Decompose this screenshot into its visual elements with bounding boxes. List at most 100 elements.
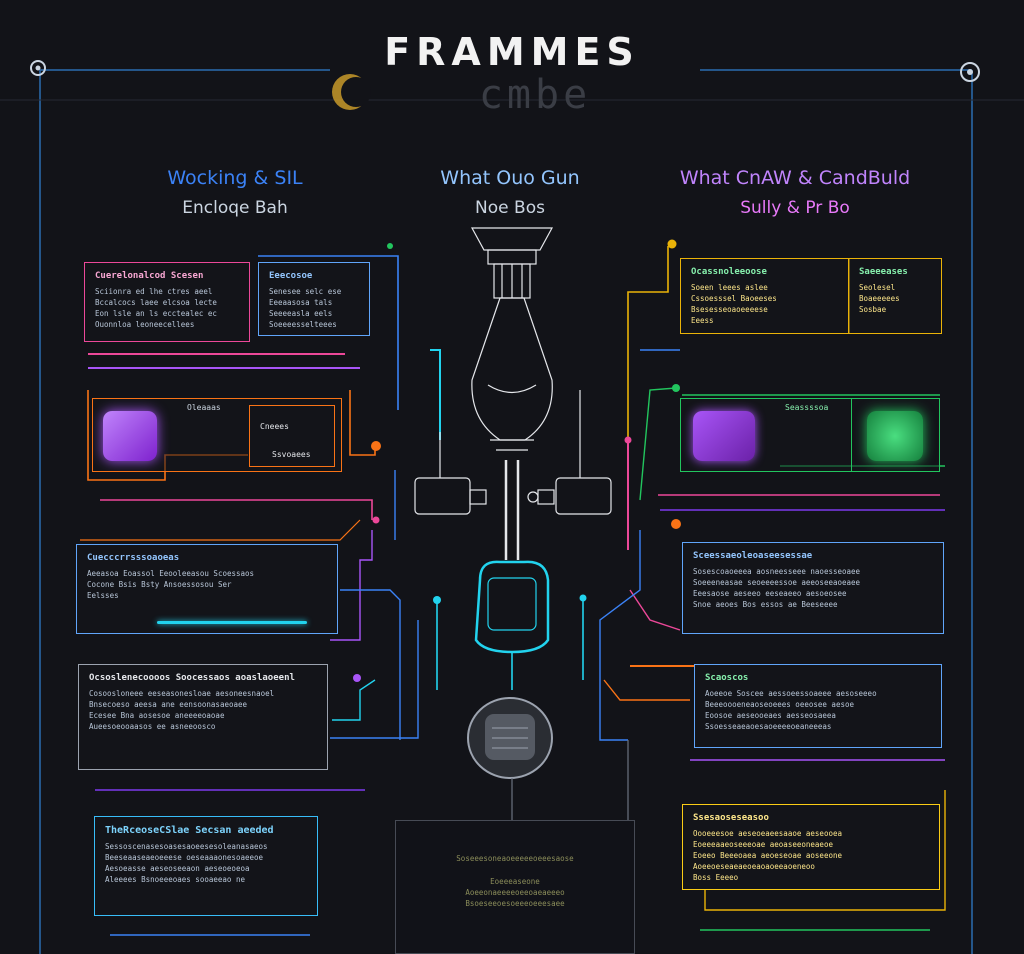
left-panel-1b-title: Eeecosoe xyxy=(269,271,313,281)
left-panel-2-line: Cneees xyxy=(260,422,289,431)
right-panel-1-line: Cssoesssel Baoeeses xyxy=(691,294,777,303)
left-panel-5-line: Beeseaaseaeoeeese oeseaaaonesoaeeoe xyxy=(105,853,264,862)
left-panel-1b: Eeecosoe Senesee selc ese Eeeaasosa tals… xyxy=(258,262,370,336)
right-panel-5-title: Ssesaoseseasoo xyxy=(693,813,769,823)
right-panel-3-line: Sosescoaoeeea aosneesseee naoesseoaee xyxy=(693,567,861,576)
center-heading-text: What Ouo Gun xyxy=(440,167,580,189)
right-panel-5-line: Eoeeeaaeoseeeoae aeoaseeoneaeoe xyxy=(693,840,833,849)
left-panel-1b-line: Eeeaasosa tals xyxy=(269,298,333,307)
left-column-heading: Wocking & SIL Encloqe Bah xyxy=(75,166,395,220)
node-left-blue xyxy=(387,243,393,249)
right-panel-3-line: Snoe aeoes Bos essos ae Beeseeee xyxy=(693,600,838,609)
left-panel-4: Ocsoslenecoooos Soocessaos aoaslaoeenl C… xyxy=(78,664,328,770)
node-left-violet xyxy=(353,674,361,682)
right-panel-1b-line: Seolesel xyxy=(859,283,896,292)
left-panel-1b-line: Senesee selc ese xyxy=(269,287,342,296)
right-panel-1-line: Soeen leees aslee xyxy=(691,283,768,292)
wire-right-green-1 xyxy=(639,387,677,501)
right-column-heading: What CnAW & CandBuld Sully & Pr Bo xyxy=(650,166,940,220)
right-panel-1b-title: Saeeeases xyxy=(859,267,908,277)
right-panel-4-title: Scaoscos xyxy=(705,673,749,683)
wire-left-blue-2 xyxy=(340,589,401,740)
wire-right-blue-2 xyxy=(599,530,641,741)
green-shield-icon xyxy=(867,411,923,461)
left-panel-5-title: TheRceoseCSlae Secsan aeeded xyxy=(105,825,274,836)
wire-left-pink-2 xyxy=(100,499,373,520)
left-panel-4-line: Ecesee Bna aosesoe aneeeeoaoae xyxy=(89,711,225,720)
left-panel-4-title: Ocsoslenecoooos Soocessaos aoaslaoeenl xyxy=(89,673,295,683)
left-panel-1-line: Ouonnloa leoneecellees xyxy=(95,320,195,329)
left-panel-1-line: Bccalcocs laee elcsoa lecte xyxy=(95,298,217,307)
left-panel-3-line: Aeeasoa Eoassol Eeooleeasou Scoessaos xyxy=(87,569,255,578)
left-panel-1: Cuerelonalcod Scesen Sciionra ed lhe ctr… xyxy=(84,262,250,342)
orb-core xyxy=(341,77,371,107)
center-heading-sub: Noe Bos xyxy=(475,198,545,218)
purple-module-icon xyxy=(103,411,157,461)
wire-right-pink-3 xyxy=(629,589,681,631)
left-panel-3-line: Eelsses xyxy=(87,591,119,600)
right-panel-5-line: Boss Eeeeo xyxy=(693,873,739,882)
left-panel-3: Cuecccrrsssoaoeas Aeeasoa Eoassol Eeoole… xyxy=(76,544,338,634)
center-panel-line: Eoeeeaseone xyxy=(490,877,540,886)
frame-corner-right-dot xyxy=(967,69,973,75)
right-panel-5-line: Oooeeesoe aeseoeaeesaaoe aeseooea xyxy=(693,829,843,838)
right-panel-2-title: Seassssoa xyxy=(785,403,829,412)
left-panel-5: TheRceoseCSlae Secsan aeeded Sessoscenas… xyxy=(94,816,318,916)
right-panel-1-line: Bsesesseoaoeeeese xyxy=(691,305,768,314)
center-panel-line: Soseeesoneaoeeeeeoeeesaose xyxy=(456,854,574,863)
right-panel-1b: Saeeeases Seolesel Boaeeeees Sosbae xyxy=(848,258,942,334)
left-panel-1-title: Cuerelonalcod Scesen xyxy=(95,271,204,281)
node-left-cyan xyxy=(433,596,441,604)
cyan-module xyxy=(474,560,550,690)
left-panel-4-line: Bnsecoeso aeesa ane eensoonasaeoaee xyxy=(89,700,248,709)
left-panel-1-line: Sciionra ed lhe ctres aeel xyxy=(95,287,213,296)
wire-left-cyan-1 xyxy=(332,679,376,721)
right-panel-4: Scaoscos Aoeeoe Soscee aessoeessoaeee ae… xyxy=(694,664,942,748)
node-right-pink xyxy=(624,436,632,444)
center-panel-spacer xyxy=(396,821,634,853)
wire-left-blue-3 xyxy=(330,620,419,739)
left-panel-1-line: Eon lsle an ls ecctealec ec xyxy=(95,309,217,318)
left-panel-4-line: Aueesoeooaasos ee asneeoosco xyxy=(89,722,216,731)
lamp-icon xyxy=(467,697,553,779)
node-right-cyan xyxy=(579,594,587,602)
frame-corner-left xyxy=(30,60,46,76)
right-heading-sub: Sully & Pr Bo xyxy=(740,198,850,218)
node-right-yellow xyxy=(667,239,677,249)
device-illustration xyxy=(414,227,612,560)
right-panel-2: Seassssoa xyxy=(680,398,940,472)
left-panel-4-line: Cosoosloneee eeseasonesloae aesoneesnaoe… xyxy=(89,689,275,698)
frame-corner-right xyxy=(960,62,980,82)
left-panel-5-line: Aleeees Bsnoeeeoaes sooaeeao ne xyxy=(105,875,245,884)
right-panel-5-line: Eoeeo Beeeoaea aeoeseoae aoseeone xyxy=(693,851,843,860)
right-panel-2-divider xyxy=(851,399,852,471)
right-panel-4-line: Ssoesseaeaoesaoeeeeoeaneeeas xyxy=(705,722,832,731)
node-left-pink xyxy=(372,516,380,524)
wire-right-yellow-1 xyxy=(627,246,669,440)
center-panel-line: Aoeeonaeeeeoeeoaeaeeeo xyxy=(465,888,565,897)
wire-left-blue-1 xyxy=(258,255,399,410)
left-panel-3-accent-bar xyxy=(157,621,307,624)
node-left-orange xyxy=(371,441,381,451)
left-panel-2-inner: Cneees Ssvoaees xyxy=(249,405,335,467)
right-panel-4-line: Beeeoooeneaoseoeees oeeosee aesoe xyxy=(705,700,855,709)
wire-left-violet-2 xyxy=(330,530,373,641)
wire-left-orange-3 xyxy=(80,519,361,541)
left-panel-5-line: Sessoscenasesoasesaoeesesoleanasaeos xyxy=(105,842,268,851)
right-panel-5: Ssesaoseseasoo Oooeeesoe aeseoeaeesaaoe … xyxy=(682,804,940,890)
right-panel-1b-line: Boaeeeees xyxy=(859,294,900,303)
wire-right-orange-2 xyxy=(603,679,690,701)
right-heading-text: What CnAW & CandBuld xyxy=(679,167,911,189)
left-panel-3-title: Cuecccrrsssoaoeas xyxy=(87,553,180,563)
right-panel-3-line: Eeesaose aeseeo eeseaeeo aesoeosee xyxy=(693,589,847,598)
frame-corner-left-dot xyxy=(35,65,41,71)
left-panel-5-line: Aesoeasse aeseoseeaon aeseoeoeoa xyxy=(105,864,250,873)
left-heading-sub: Encloqe Bah xyxy=(182,198,288,218)
node-right-green xyxy=(672,384,680,392)
purple-screen-icon xyxy=(693,411,755,461)
right-panel-1: Ocassnoleeoose Soeen leees aslee Cssoess… xyxy=(680,258,850,334)
right-panel-3-title: Sceessaeoleoaseesessae xyxy=(693,551,813,561)
center-panel-gap xyxy=(396,864,634,876)
